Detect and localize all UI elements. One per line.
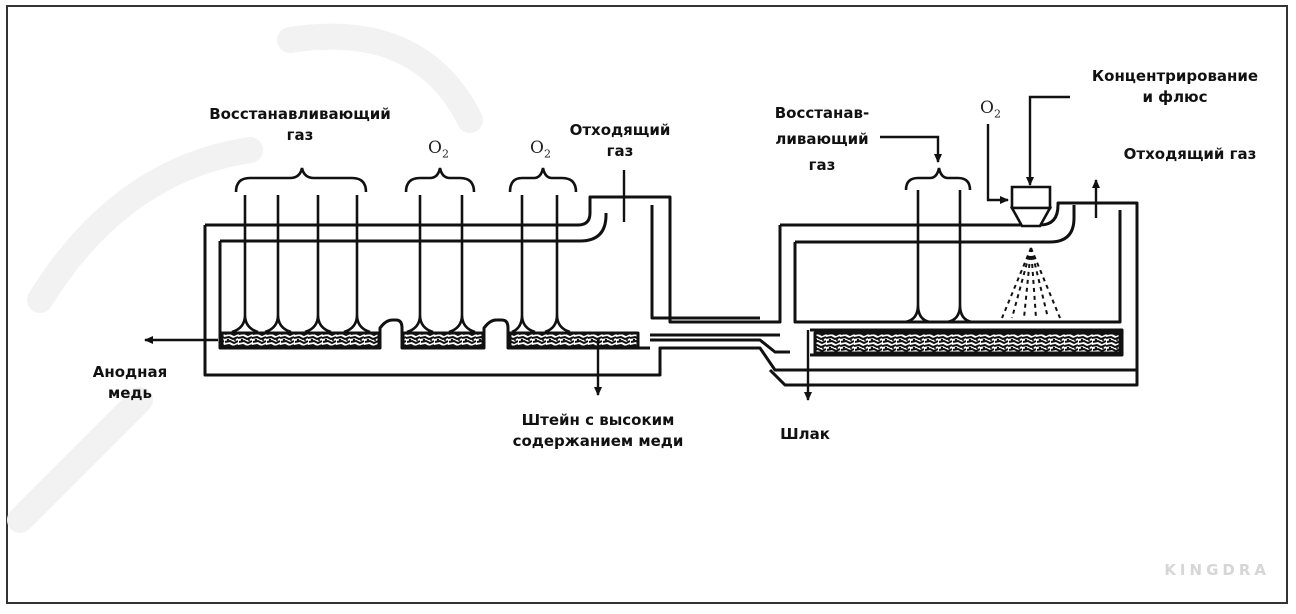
brace-reducing-left <box>234 167 368 193</box>
left-outer-shell <box>203 195 1137 377</box>
label-offgas-right: Отходящий газ <box>1123 145 1257 163</box>
right-hearth <box>810 328 1124 357</box>
oxidation-1-lances <box>406 195 476 334</box>
label-concentrate-flux: Концентрирование и флюс <box>1080 66 1270 108</box>
label-line: ливающий <box>775 130 869 148</box>
label-line: Штейн с высоким <box>521 411 675 429</box>
connecting-channel <box>650 333 790 354</box>
watermark-stroke <box>277 23 483 133</box>
feed-spray <box>1001 247 1061 319</box>
label-line: газ <box>808 156 836 174</box>
o2-sub: 2 <box>993 107 1001 121</box>
o2-sub: 2 <box>543 147 551 161</box>
label-o2-left-2: O2 <box>530 138 551 164</box>
o2-sub: 2 <box>441 147 449 161</box>
settler-lances <box>904 190 973 324</box>
watermark: KINGDRA <box>1164 561 1270 579</box>
label-anode-copper: Анодная медь <box>85 362 175 404</box>
left-inner-roof <box>220 213 608 243</box>
label-line: содержанием меди <box>512 432 684 450</box>
reduction-lances <box>231 195 371 334</box>
o2-base: O <box>980 98 994 118</box>
brace-o2-2 <box>508 167 578 193</box>
label-o2-right: O2 <box>980 98 1001 124</box>
label-line: Восстанавливающий <box>209 105 391 123</box>
reducing-gas-right-arrow <box>880 135 942 163</box>
bath-reduction <box>220 331 381 349</box>
label-line: медь <box>107 384 153 402</box>
label-line: Восстанав- <box>774 104 870 122</box>
label-reducing-gas-right: Восстанав- ливающий газ <box>770 100 874 178</box>
label-line: Анодная <box>92 363 168 381</box>
label-offgas-left: Отходящий газ <box>568 120 672 162</box>
label-reducing-gas-left: Восстанавливающий газ <box>195 104 405 146</box>
o2-base: O <box>428 138 442 158</box>
braces <box>234 167 972 193</box>
label-slag: Шлак <box>780 425 830 443</box>
label-line: и флюс <box>1142 88 1208 106</box>
right-outer-roof <box>768 201 1139 387</box>
o2-base: O <box>530 138 544 158</box>
left-stack-inner <box>650 205 760 320</box>
brace-o2-1 <box>404 167 476 193</box>
watermark-stroke <box>27 137 263 313</box>
lances <box>231 190 973 334</box>
right-inner-wall <box>793 210 1122 324</box>
watermark-stroke <box>7 387 153 533</box>
brace-reducing-right <box>904 167 972 191</box>
label-high-cu-matte: Штейн с высоким содержанием меди <box>490 410 706 452</box>
label-o2-left-1: O2 <box>428 138 449 164</box>
oxidation-2-lances <box>511 195 571 334</box>
concentrate-arrow <box>1026 95 1070 186</box>
label-line: газ <box>286 126 314 144</box>
right-inner-roof <box>795 205 1076 244</box>
feed-hopper <box>1009 185 1053 228</box>
bath-oxidation-1 <box>401 331 485 349</box>
label-line: Отходящий <box>569 121 671 139</box>
o2-right-arrow <box>986 124 1009 204</box>
label-line: Концентрирование <box>1091 67 1259 85</box>
label-line: газ <box>606 142 634 160</box>
bath-oxidation-2 <box>508 331 640 349</box>
bath-settler <box>813 331 1122 355</box>
